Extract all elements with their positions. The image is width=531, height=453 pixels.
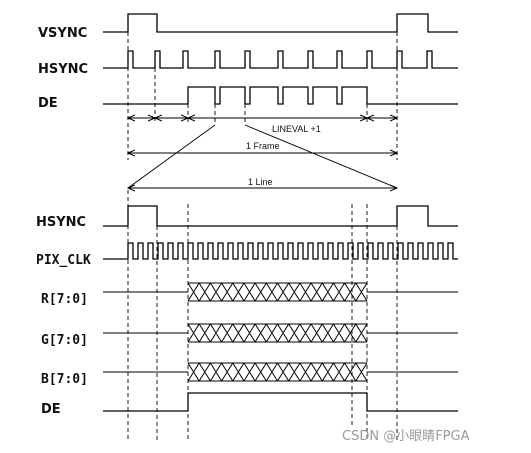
- hsync-top-label: HSYNC: [38, 62, 88, 77]
- g-data-bus: [103, 323, 458, 343]
- de-bottom-label: DE: [41, 402, 61, 417]
- pix-clk-label: PIX_CLK: [36, 253, 91, 268]
- hsync-top-waveform: [103, 50, 458, 69]
- b-bus-label: B[7:0]: [41, 372, 88, 387]
- zoom-line-left: [127, 124, 216, 189]
- hsync-bottom-label: HSYNC: [36, 215, 86, 230]
- hsync-bottom-waveform: [103, 205, 458, 227]
- zoom-line-right: [244, 124, 398, 189]
- pix-clk-waveform: [103, 242, 458, 260]
- vsync-label: VSYNC: [38, 26, 87, 41]
- lower-timing-guides: [127, 190, 398, 440]
- line-annotation: 1 Line: [248, 177, 273, 187]
- watermark: CSDN @小眼睛FPGA: [342, 429, 470, 444]
- de-top-label: DE: [38, 96, 58, 111]
- r-data-bus: [103, 282, 458, 302]
- de-top-waveform: [103, 86, 458, 105]
- r-bus-label: R[7:0]: [41, 292, 88, 307]
- de-bottom-waveform: [103, 392, 458, 412]
- vsync-waveform: [103, 13, 458, 33]
- g-bus-label: G[7:0]: [41, 333, 88, 348]
- frame-annotation: 1 Frame: [246, 141, 280, 151]
- b-data-bus: [103, 362, 458, 382]
- lineval-annotation: LINEVAL +1: [272, 124, 321, 134]
